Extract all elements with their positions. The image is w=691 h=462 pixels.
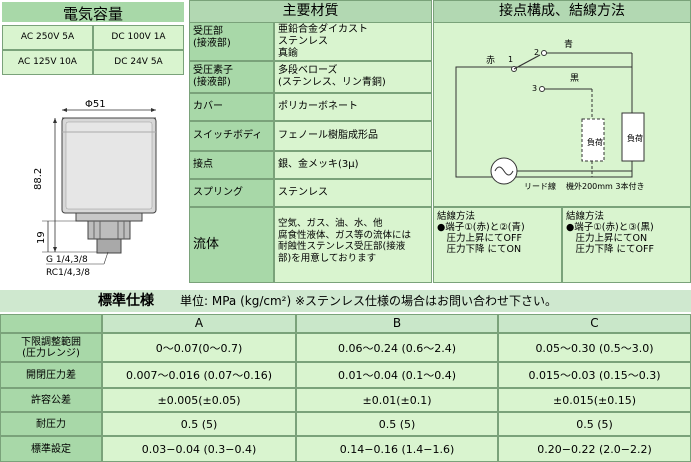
diameter-label: Φ51 <box>85 99 106 110</box>
lead-wire-label: リード線 <box>524 181 556 191</box>
spec-cell: 0.5 (5) <box>499 413 690 435</box>
spec-col-b: B <box>297 315 497 332</box>
material-label: カバー <box>190 94 273 120</box>
spec-row-label: 開閉圧力差 <box>1 363 101 387</box>
wiring-diagram: 赤 1 2 3 青 黒 負荷 負荷 リード線 機外200mm 3本付き <box>455 38 645 191</box>
base-label: 19 <box>36 231 47 244</box>
spec-unit-note: 単位: MPa (kg/cm²) ※ステンレス仕様の場合はお問い合わせ下さい。 <box>180 294 558 308</box>
capacity-title: 電気容量 <box>0 0 186 24</box>
spec-row-label: 耐圧力 <box>1 413 101 435</box>
spec-cell: 0.06〜0.24 (0.6〜2.4) <box>297 334 497 361</box>
contacts-title: 接点構成、結線方法 <box>434 1 690 22</box>
spec-cell: 0.05〜0.30 (0.5〜3.0) <box>499 334 690 361</box>
fluid-value: 空気、ガス、油、水、他 腐食性液体、ガス等の流体には 耐蝕性ステンレス受圧部(接… <box>275 208 431 282</box>
blue-label: 青 <box>564 38 573 50</box>
terminal-3: 3 <box>532 84 537 93</box>
spec-cell: ±0.005(±0.05) <box>103 389 295 411</box>
material-label: 受圧部 (接液部) <box>190 23 273 60</box>
spec-cell: 0.14−0.16 (1.4−1.6) <box>297 437 497 461</box>
spec-cell: 0.20−0.22 (2.0−2.2) <box>499 437 690 461</box>
spec-col-c: C <box>499 315 690 332</box>
material-label: 受圧素子 (接液部) <box>190 62 273 92</box>
height-label: 88.2 <box>33 168 44 190</box>
material-value: ステンレス <box>275 180 431 206</box>
material-label: 接点 <box>190 152 273 178</box>
spec-cell: 0.007〜0.016 (0.07〜0.16) <box>103 363 295 387</box>
material-value: 多段ベローズ (ステンレス、リン青銅) <box>275 62 431 92</box>
rating-cell: DC 24V 5A <box>94 51 183 74</box>
wiring-method-1: 結線方法 ●端子①(赤)と②(青) 圧力上昇にてOFF 圧力下降 にてON <box>434 208 561 282</box>
capacity-table: AC 250V 5A DC 100V 1A AC 125V 10A DC 24V… <box>2 25 184 75</box>
material-label: スプリング <box>190 180 273 206</box>
spec-cell: ±0.015(±0.15) <box>499 389 690 411</box>
spec-cell: 0.5 (5) <box>297 413 497 435</box>
rating-cell: DC 100V 1A <box>94 26 183 49</box>
material-label: スイッチボディ <box>190 122 273 150</box>
rating-cell: AC 250V 5A <box>3 26 92 49</box>
thread-g-label: G 1/4,3/8 <box>46 255 88 265</box>
lead-wire-note: 機外200mm 3本付き <box>566 181 645 191</box>
red-label: 赤 <box>486 55 495 66</box>
rating-cell: AC 125V 10A <box>3 51 92 74</box>
spec-cell: 0.5 (5) <box>103 413 295 435</box>
load-label: 負荷 <box>627 133 643 143</box>
spec-corner <box>1 315 101 332</box>
spec-row-label: 下限調整範囲 (圧力レンジ) <box>1 334 101 361</box>
spec-cell: 0.01〜0.04 (0.1〜0.4) <box>297 363 497 387</box>
material-value: 銀、金メッキ(3μ) <box>275 152 431 178</box>
black-label: 黒 <box>570 73 579 84</box>
wiring-method-2: 結線方法 ●端子①(赤)と③(黒) 圧力上昇にてON 圧力下降 にてOFF <box>563 208 690 282</box>
spec-col-a: A <box>103 315 295 332</box>
dimension-drawing: Φ51 88.2 19 G 1/4,3/8 RC1/4,3/8 <box>33 99 157 278</box>
material-value: ポリカーボネート <box>275 94 431 120</box>
materials-title: 主要材質 <box>190 1 431 22</box>
spec-cell: ±0.01(±0.1) <box>297 389 497 411</box>
spec-row-label: 標準設定 <box>1 437 101 461</box>
spec-row-label: 許容公差 <box>1 389 101 411</box>
material-value: 亜鉛合金ダイカスト ステンレス 真鍮 <box>275 23 431 60</box>
spec-cell: 0.03−0.04 (0.3−0.4) <box>103 437 295 461</box>
material-value: フェノール樹脂成形品 <box>275 122 431 150</box>
spec-header-bar: 標準仕様 単位: MPa (kg/cm²) ※ステンレス仕様の場合はお問い合わせ… <box>0 290 691 312</box>
fluid-label: 流体 <box>190 208 273 282</box>
spec-cell: 0.015〜0.03 (0.15〜0.3) <box>499 363 690 387</box>
spec-cell: 0〜0.07(0〜0.7) <box>103 334 295 361</box>
load-label-dashed: 負荷 <box>587 137 603 147</box>
terminal-2: 2 <box>534 48 539 57</box>
terminal-1: 1 <box>508 55 513 64</box>
spec-title: 標準仕様 <box>98 293 154 309</box>
thread-rc-label: RC1/4,3/8 <box>46 268 90 278</box>
